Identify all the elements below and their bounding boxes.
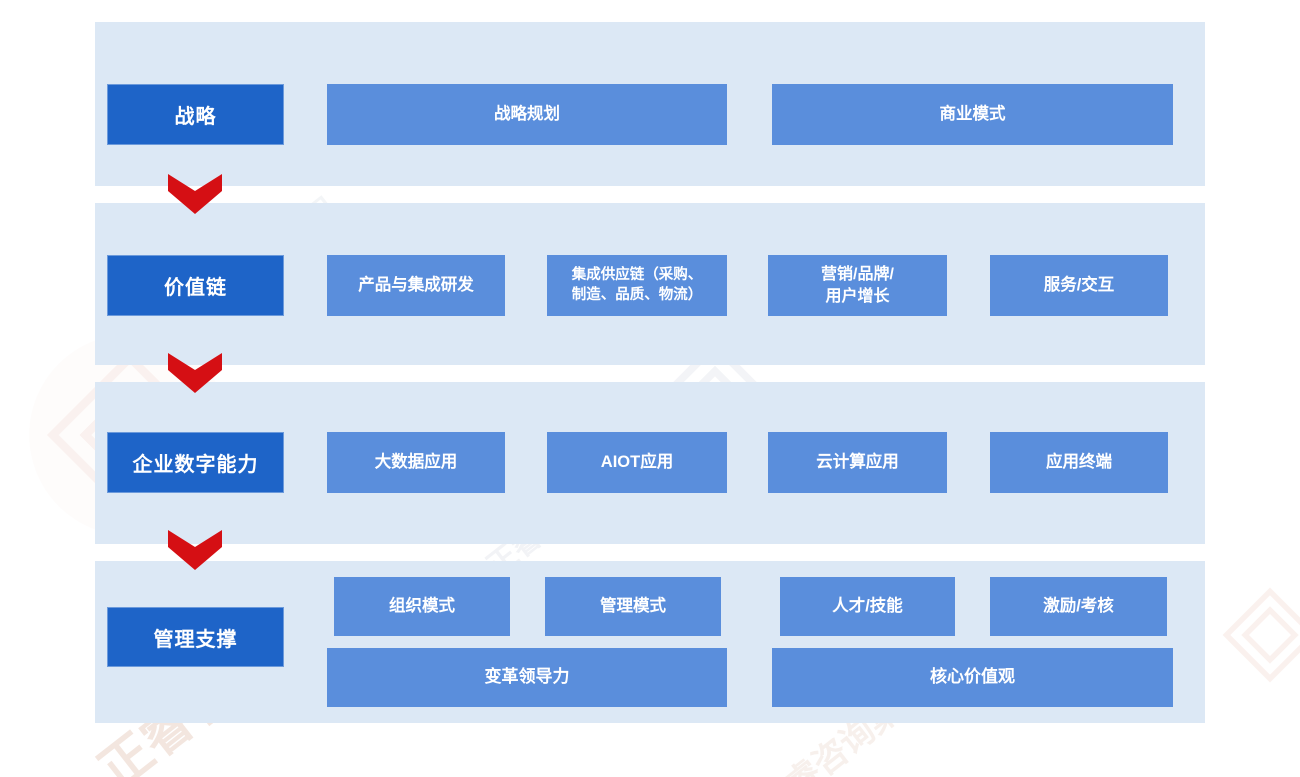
- item-text-line2: 制造、品质、物流）: [571, 286, 703, 303]
- item-text: 应用终端: [1046, 453, 1112, 472]
- item-text: 云计算应用: [816, 453, 899, 472]
- chevron-down-icon: [168, 174, 222, 214]
- row-label-text: 企业数字能力: [132, 454, 259, 476]
- item-text: 核心价值观: [930, 667, 1015, 687]
- item-text-line2: 用户增长: [825, 287, 890, 305]
- item-integrated-supply-chain: 集成供应链（采购、 制造、品质、物流）: [547, 255, 727, 316]
- item-text: 组织模式: [389, 597, 455, 616]
- item-core-values: 核心价值观: [772, 648, 1173, 707]
- down-arrow-2: [168, 353, 222, 393]
- item-application-terminal: 应用终端: [990, 432, 1168, 493]
- chevron-down-icon: [168, 353, 222, 393]
- item-text: AIOT应用: [600, 453, 674, 472]
- item-text: 激励/考核: [1043, 597, 1114, 616]
- chevron-down-icon: [168, 530, 222, 570]
- item-text: 商业模式: [939, 105, 1006, 124]
- row-label-text: 价值链: [164, 277, 227, 299]
- item-business-model: 商业模式: [772, 84, 1173, 145]
- item-aiot-application: AIOT应用: [547, 432, 727, 493]
- item-text: 管理模式: [600, 597, 666, 616]
- row-label-value-chain: 价值链: [107, 255, 284, 316]
- down-arrow-3: [168, 530, 222, 570]
- row-label-digital-capability: 企业数字能力: [107, 432, 284, 493]
- row-label-text: 战略: [174, 106, 217, 128]
- item-text: 变革领导力: [484, 667, 570, 687]
- item-text: 服务/交互: [1043, 276, 1115, 295]
- watermark-diamond-logo-icon: [1215, 580, 1300, 690]
- item-cloud-computing-application: 云计算应用: [768, 432, 947, 493]
- item-incentive-assessment: 激励/考核: [990, 577, 1167, 636]
- row-label-management-support: 管理支撑: [107, 607, 284, 667]
- item-text-line1: 集成供应链（采购、: [571, 266, 703, 283]
- item-text: 产品与集成研发: [358, 276, 474, 295]
- row-label-strategy: 战略: [107, 84, 284, 145]
- item-marketing-brand-growth: 营销/品牌/ 用户增长: [768, 255, 947, 316]
- item-organization-model: 组织模式: [334, 577, 510, 636]
- item-text: 人才/技能: [832, 597, 903, 616]
- item-big-data-application: 大数据应用: [327, 432, 505, 493]
- down-arrow-1: [168, 174, 222, 214]
- item-text: 战略规划: [494, 105, 560, 124]
- item-text-line1: 营销/品牌/: [821, 265, 894, 283]
- item-service-interaction: 服务/交互: [990, 255, 1168, 316]
- item-talent-skills: 人才/技能: [780, 577, 955, 636]
- item-text: 大数据应用: [374, 453, 458, 472]
- row-label-text: 管理支撑: [153, 628, 238, 651]
- item-strategic-planning: 战略规划: [327, 84, 727, 145]
- item-management-model: 管理模式: [545, 577, 721, 636]
- item-product-integrated-rd: 产品与集成研发: [327, 255, 505, 316]
- item-change-leadership: 变革领导力: [327, 648, 727, 707]
